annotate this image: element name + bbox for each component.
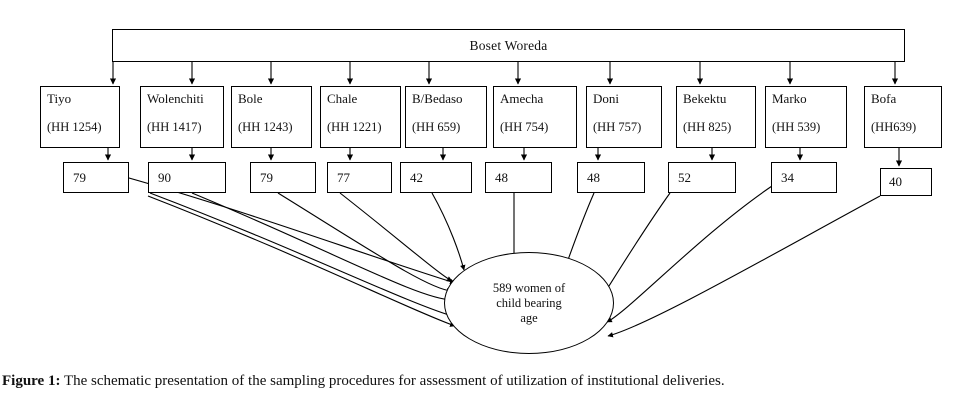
sample-size-value: 90	[158, 170, 171, 185]
sample-size-value: 48	[495, 170, 508, 185]
sample-size-value: 34	[781, 170, 794, 185]
target-line-1: 589 women of	[492, 280, 566, 295]
kebele-box-b-bedaso: B/Bedaso (HH 659)	[405, 86, 487, 148]
sample-size-value: 77	[337, 170, 350, 185]
target-line-3: age	[520, 310, 538, 325]
kebele-name: Amecha	[500, 91, 544, 106]
kebele-box-chale: Chale (HH 1221)	[320, 86, 401, 148]
kebele-name: B/Bedaso	[412, 91, 463, 106]
kebele-name: Bofa	[871, 91, 897, 106]
kebele-name: Wolenchiti	[147, 91, 204, 106]
sample-size-box-bekektu: 52	[668, 162, 736, 193]
kebele-households: (HH 1254)	[47, 120, 102, 134]
kebele-households: (HH 825)	[683, 120, 732, 134]
sample-size-box-wolenchiti: 90	[148, 162, 226, 193]
figure-caption-label: Figure 1:	[2, 373, 61, 389]
sample-size-value: 40	[889, 174, 902, 189]
sample-size-value: 52	[678, 170, 691, 185]
sample-size-box-tiyo: 79	[63, 162, 129, 193]
sample-size-box-b-bedaso: 42	[400, 162, 472, 193]
kebele-name: Chale	[327, 91, 358, 106]
kebele-households: (HH639)	[871, 120, 917, 134]
kebele-households: (HH 1417)	[147, 120, 202, 134]
figure-caption-text: The schematic presentation of the sampli…	[60, 373, 725, 389]
kebele-box-wolenchiti: Wolenchiti (HH 1417)	[140, 86, 224, 148]
sample-size-box-bofa: 40	[880, 168, 932, 196]
root-node-label: Boset Woreda	[469, 37, 548, 53]
kebele-name: Marko	[772, 91, 807, 106]
root-node-boset-woreda: Boset Woreda	[112, 29, 905, 62]
sample-size-box-doni: 48	[577, 162, 645, 193]
sample-size-value: 48	[587, 170, 600, 185]
kebele-name: Doni	[593, 91, 619, 106]
kebele-households: (HH 1243)	[238, 120, 293, 134]
kebele-box-tiyo: Tiyo (HH 1254)	[40, 86, 120, 148]
kebele-box-bofa: Bofa (HH639)	[864, 86, 942, 148]
kebele-name: Tiyo	[47, 91, 72, 106]
kebele-box-bekektu: Bekektu (HH 825)	[676, 86, 756, 148]
sample-size-value: 79	[260, 170, 273, 185]
figure-caption: Figure 1: The schematic presentation of …	[2, 372, 962, 391]
target-population-label: 589 women of child bearing age	[464, 281, 594, 326]
kebele-box-marko: Marko (HH 539)	[765, 86, 847, 148]
kebele-households: (HH 659)	[412, 120, 461, 134]
kebele-box-doni: Doni (HH 757)	[586, 86, 662, 148]
kebele-name: Bole	[238, 91, 263, 106]
kebele-box-amecha: Amecha (HH 754)	[493, 86, 577, 148]
target-line-2: child bearing	[496, 295, 562, 310]
sample-size-box-chale: 77	[327, 162, 392, 193]
kebele-name: Bekektu	[683, 91, 727, 106]
sample-size-value: 79	[73, 170, 86, 185]
kebele-households: (HH 754)	[500, 120, 549, 134]
sample-size-value: 42	[410, 170, 423, 185]
kebele-box-bole: Bole (HH 1243)	[231, 86, 312, 148]
kebele-households: (HH 539)	[772, 120, 821, 134]
sample-size-box-bole: 79	[250, 162, 316, 193]
sample-size-box-marko: 34	[771, 162, 837, 193]
sample-size-box-amecha: 48	[485, 162, 552, 193]
kebele-households: (HH 757)	[593, 120, 642, 134]
kebele-households: (HH 1221)	[327, 120, 382, 134]
target-population-ellipse: 589 women of child bearing age	[444, 252, 614, 354]
